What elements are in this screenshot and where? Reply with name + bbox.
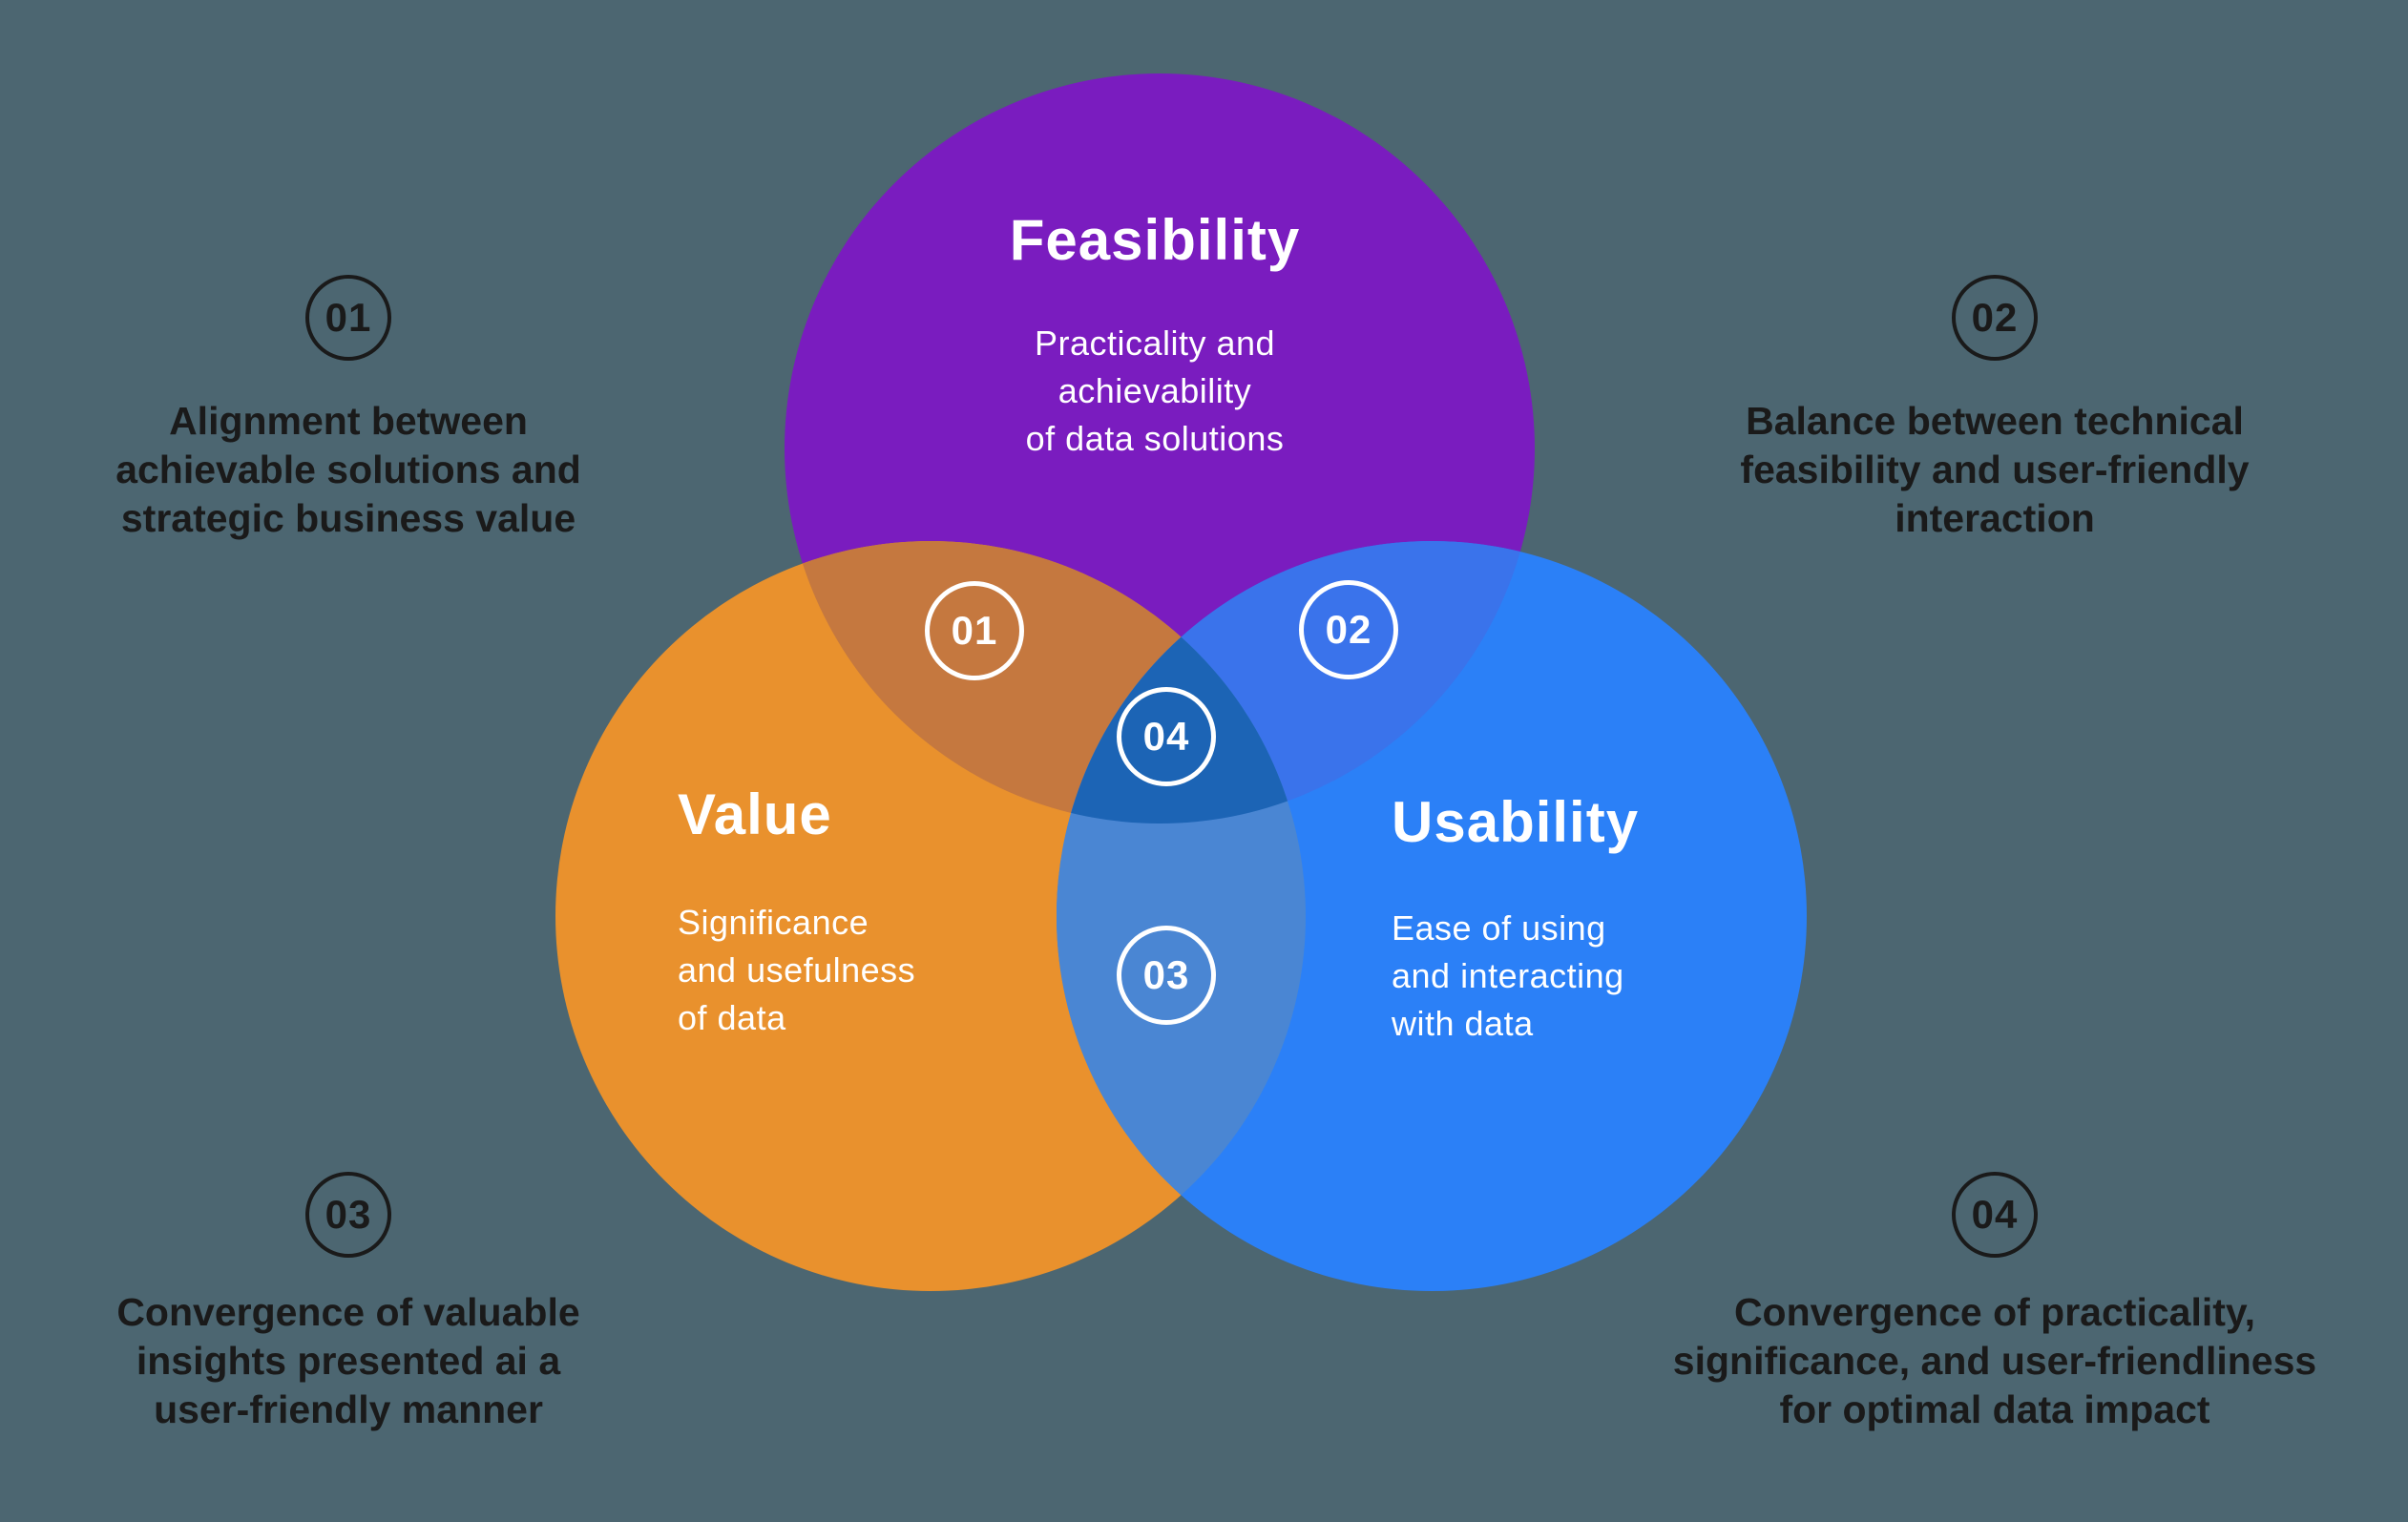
value-description-line: and usefulness	[678, 950, 916, 990]
usability-description-line: with data	[1392, 1004, 1534, 1043]
annotation-line: significance, and user-friendliness	[1672, 1339, 2317, 1383]
intersection-badge-value-usability: 03	[1117, 926, 1216, 1025]
feasibility-description-line: of data solutions	[1025, 419, 1285, 458]
annotation-number-label: 01	[325, 295, 372, 340]
annotation-number-badge-03: 03	[305, 1172, 391, 1258]
intersection-badge-center: 04	[1117, 687, 1216, 786]
intersection-badge-label: 03	[1142, 952, 1190, 997]
usability-description-line: Ease of using	[1392, 908, 1606, 948]
value-description: Significance and usefulness of data	[678, 899, 915, 1042]
annotation-number-label: 02	[1971, 295, 2019, 340]
annotation-line: achievable solutions and	[115, 448, 581, 491]
value-description-line: Significance	[678, 903, 869, 942]
annotation-line: Convergence of valuable	[116, 1290, 580, 1334]
annotation-line: insights presented ai a	[136, 1339, 561, 1383]
annotation-number-badge-04: 04	[1952, 1172, 2038, 1258]
annotation-line: feasibility and user-friendly	[1740, 448, 2250, 491]
annotation-text-01: Alignment between achievable solutions a…	[0, 397, 749, 543]
feasibility-description-line: achievability	[1057, 371, 1252, 410]
intersection-badge-label: 04	[1142, 714, 1190, 759]
annotation-text-04: Convergence of practicality, significanc…	[1594, 1288, 2396, 1434]
intersection-badge-feasibility-usability: 02	[1299, 580, 1398, 679]
annotation-line: for optimal data impact	[1779, 1387, 2210, 1431]
annotation-line: Convergence of practicality,	[1733, 1290, 2256, 1334]
annotation-text-02: Balance between technical feasibility an…	[1594, 397, 2396, 543]
feasibility-title: Feasibility	[1009, 208, 1301, 272]
annotation-line: strategic business value	[120, 496, 576, 540]
intersection-badge-label: 02	[1325, 607, 1372, 652]
usability-title: Usability	[1392, 790, 1640, 854]
annotation-line: interaction	[1895, 496, 2095, 540]
annotation-line: Balance between technical	[1746, 399, 2244, 443]
feasibility-description: Practicality and achievability of data s…	[1026, 320, 1285, 463]
annotation-number-label: 03	[325, 1192, 372, 1237]
annotation-text-03: Convergence of valuable insights present…	[0, 1288, 749, 1434]
usability-description: Ease of using and interacting with data	[1392, 905, 1624, 1048]
intersection-badge-feasibility-value: 01	[925, 581, 1024, 680]
annotation-number-label: 04	[1971, 1192, 2019, 1237]
value-title: Value	[678, 782, 832, 846]
annotation-line: Alignment between	[169, 399, 528, 443]
value-description-line: of data	[678, 998, 786, 1037]
center-overlap	[1057, 541, 1306, 824]
feasibility-description-line: Practicality and	[1034, 323, 1276, 363]
annotation-number-badge-02: 02	[1952, 275, 2038, 361]
usability-description-line: and interacting	[1392, 956, 1624, 995]
annotation-number-badge-01: 01	[305, 275, 391, 361]
intersection-badge-label: 01	[951, 608, 998, 653]
annotation-line: user-friendly manner	[154, 1387, 543, 1431]
